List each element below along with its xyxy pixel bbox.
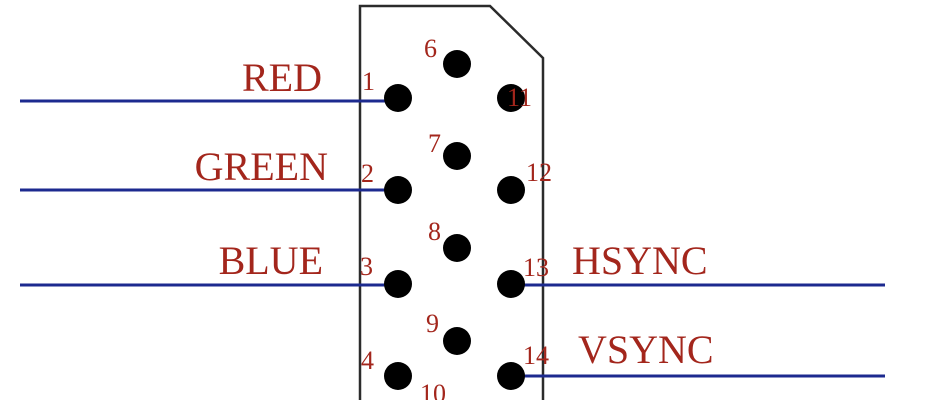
pin-number-14: 14	[523, 341, 549, 370]
net-label-red: RED	[242, 55, 322, 100]
pin-number-12: 12	[526, 158, 552, 187]
net-labels: RED GREEN BLUE HSYNC VSYNC	[195, 55, 714, 372]
pin-number-13: 13	[523, 253, 549, 282]
net-label-blue: BLUE	[219, 238, 323, 283]
pin-14	[497, 362, 525, 390]
pin-3	[384, 270, 412, 298]
net-label-hsync: HSYNC	[572, 238, 708, 283]
pin-9	[443, 327, 471, 355]
pin-number-7: 7	[428, 129, 441, 158]
pin-11	[497, 84, 525, 112]
pin-6	[443, 50, 471, 78]
wires	[20, 99, 885, 378]
pin-4	[384, 362, 412, 390]
pin-number-2: 2	[361, 159, 374, 188]
pin-7	[443, 142, 471, 170]
pin-number-10: 10	[420, 379, 446, 400]
pin-number-8: 8	[428, 217, 441, 246]
pin-number-11: 11	[507, 83, 532, 112]
pin-12	[497, 176, 525, 204]
net-label-vsync: VSYNC	[578, 327, 714, 372]
pin-number-3: 3	[360, 252, 373, 281]
pins	[384, 50, 525, 390]
pin-2	[384, 176, 412, 204]
net-label-green: GREEN	[195, 144, 328, 189]
pin-number-1: 1	[362, 67, 375, 96]
pin-13	[497, 270, 525, 298]
pin-number-4: 4	[361, 346, 374, 375]
pin-numbers: 1 2 3 4 6 7 8 9 10 11 12 13 14	[360, 34, 552, 400]
pin-number-6: 6	[424, 34, 437, 63]
pin-number-9: 9	[426, 309, 439, 338]
pin-1	[384, 84, 412, 112]
pin-8	[443, 234, 471, 262]
